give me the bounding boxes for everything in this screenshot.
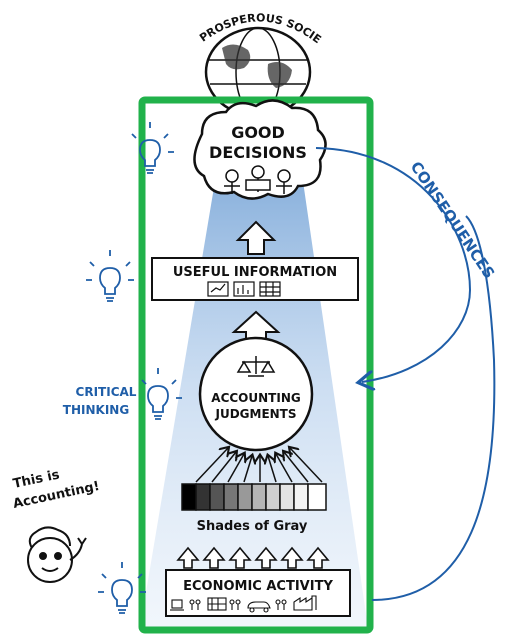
thinking-label: THINKING — [63, 403, 129, 417]
balance-scale-icon — [236, 356, 276, 377]
chart-icon — [207, 281, 281, 297]
green-frame — [138, 96, 374, 634]
good-decisions-cloud — [193, 99, 327, 200]
activity-arrows — [176, 546, 330, 569]
person-icon — [27, 526, 87, 583]
factory-icon — [170, 595, 317, 613]
economic-activity-label: ECONOMIC ACTIVITY — [183, 579, 333, 594]
lightbulb-icon — [86, 250, 134, 302]
consequences-arrows — [315, 147, 496, 601]
lightbulb-icon — [131, 122, 174, 174]
accounting-judgments-circle — [198, 336, 314, 452]
shades-of-gray-bar — [181, 483, 327, 511]
useful-information-label: USEFUL INFORMATION — [173, 265, 337, 280]
lightbulb-icon — [98, 562, 146, 614]
converging-arrows — [195, 448, 323, 483]
judgments-label: JUDGMENTS — [214, 407, 296, 421]
lightbulb-icon — [141, 368, 182, 420]
good-label: GOOD — [231, 123, 285, 142]
decisions-label: DECISIONS — [209, 143, 307, 162]
up-arrow-information — [235, 220, 277, 255]
accounting-label: ACCOUNTING — [211, 391, 300, 405]
consequences-label: CONSEQUENCES — [407, 158, 499, 282]
useful-information-box — [151, 257, 359, 301]
shades-of-gray-label: Shades of Gray — [197, 519, 308, 534]
critical-label: CRITICAL — [76, 385, 137, 399]
people-icon — [224, 165, 292, 194]
